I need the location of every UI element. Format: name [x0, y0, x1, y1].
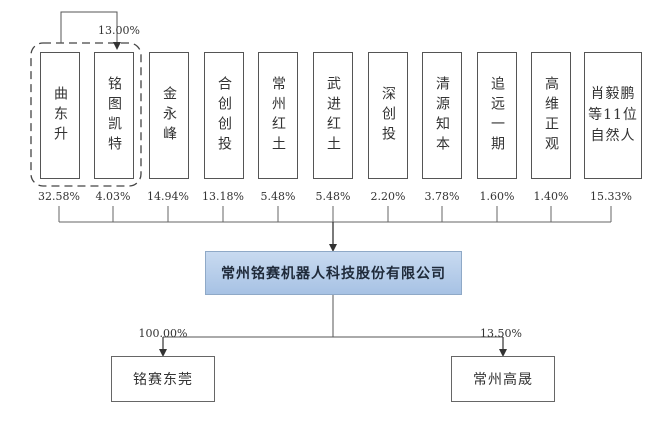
shareholder-pct: 5.48% [315, 190, 351, 203]
subsidiary-pct-left: 100.00% [138, 327, 188, 340]
shareholder-pct: 4.03% [95, 190, 131, 203]
shareholder-pct: 32.58% [38, 190, 80, 203]
shareholder-pct: 14.94% [147, 190, 189, 203]
shareholder-pct: 15.33% [590, 190, 632, 203]
shareholder-pct: 2.20% [370, 190, 406, 203]
shareholder-pct: 1.60% [479, 190, 515, 203]
shareholder-box-8: 清源知本 [422, 52, 462, 179]
subsidiary-name: 铭赛东莞 [133, 372, 193, 388]
shareholder-name: 常州红土 [270, 75, 286, 156]
shareholder-box-7: 深创投 [368, 52, 408, 179]
subsidiary-box-left: 铭赛东莞 [111, 356, 215, 402]
shareholder-box-3: 金永峰 [149, 52, 189, 179]
shareholder-name: 清源知本 [434, 75, 450, 156]
shareholder-name: 武进红土 [325, 75, 341, 156]
shareholder-name: 追远一期 [489, 75, 505, 156]
shareholder-pct: 13.18% [202, 190, 244, 203]
shareholder-box-11: 肖毅鹏等11位自然人 [584, 52, 642, 179]
ownership-arrow-top [60, 11, 121, 50]
shareholder-box-2: 铭图凯特 [94, 52, 134, 179]
shareholder-name: 高维正观 [543, 75, 559, 156]
top-ownership-pct: 13.00% [98, 24, 140, 37]
shareholder-name: 合创创投 [216, 75, 232, 156]
control-group-outline [30, 42, 142, 187]
shareholder-name: 肖毅鹏等11位自然人 [588, 86, 638, 144]
shareholder-name: 铭图凯特 [106, 75, 122, 156]
subsidiary-name: 常州高晟 [473, 372, 533, 388]
company-box: 常州铭赛机器人科技股份有限公司 [205, 251, 462, 295]
shareholder-pct: 3.78% [424, 190, 460, 203]
shareholder-pct: 1.40% [533, 190, 569, 203]
shareholder-pct: 5.48% [260, 190, 296, 203]
shareholder-box-4: 合创创投 [204, 52, 244, 179]
shareholder-box-5: 常州红土 [258, 52, 298, 179]
shareholder-box-1: 曲东升 [40, 52, 80, 179]
shareholder-box-9: 追远一期 [477, 52, 517, 179]
shareholder-name: 曲东升 [52, 85, 68, 146]
shareholder-name: 金永峰 [161, 85, 177, 146]
company-name: 常州铭赛机器人科技股份有限公司 [221, 266, 446, 282]
shareholder-box-10: 高维正观 [531, 52, 571, 179]
shareholder-name: 深创投 [380, 85, 396, 146]
subsidiary-box-right: 常州高晟 [451, 356, 555, 402]
shareholder-box-6: 武进红土 [313, 52, 353, 179]
subsidiary-pct-right: 13.50% [480, 327, 522, 340]
